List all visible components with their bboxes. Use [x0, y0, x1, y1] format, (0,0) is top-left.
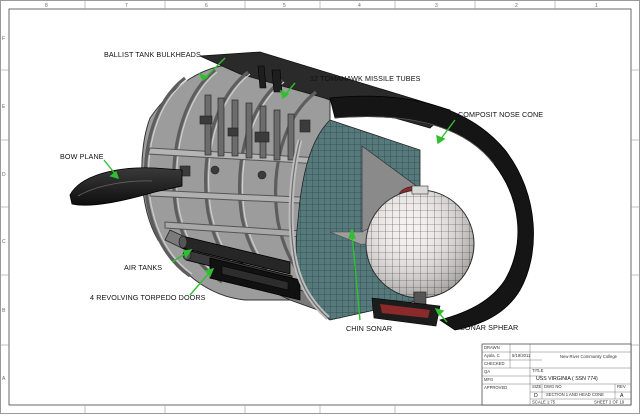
title-block: DRAWN Ayala, C 5/19/2011 CHECKED QA MFG …: [481, 343, 632, 406]
callout-chin-sonar: CHIN SONAR: [346, 324, 392, 333]
tb-dwg-no: SECTION 1 AND HEAD CONE: [546, 392, 604, 397]
frame-col-label: 2: [515, 3, 518, 9]
interior-equipment: [179, 115, 311, 180]
callout-bow-plane: BOW PLANE: [60, 152, 104, 161]
torpedo-doors: [209, 257, 301, 301]
callout-tomahawk-tubes: 12 TOMAHAWK MISSILE TUBES: [310, 74, 421, 83]
frame-row-label: A: [2, 376, 6, 382]
tb-sheet: SHEET 2 OF 19: [594, 400, 625, 405]
bow-plane: [69, 167, 183, 206]
tb-title: USS VIRGINIA ( SSN 774): [536, 376, 598, 382]
tb-size: D: [534, 393, 538, 399]
tb-drawn-label: DRAWN: [484, 345, 500, 350]
callout-leaders: [103, 57, 456, 323]
frame-col-label: 1: [595, 3, 598, 9]
tb-scale: SCALE 1:75: [532, 400, 556, 405]
callout-nose-cone: COMPOSIT NOSE CONE: [458, 110, 543, 119]
callout-air-tanks: AIR TANKS: [124, 263, 162, 272]
frame-col-label: 4: [358, 3, 361, 9]
tb-title-label: TITLE: [532, 368, 544, 373]
frame-row-label: D: [2, 172, 6, 178]
frame-row-label: E: [2, 104, 6, 110]
callout-sonar-sphere: SONAR SPHEAR: [460, 323, 518, 332]
tb-college: New River Community College: [560, 354, 618, 359]
frame-col-label: 6: [205, 3, 208, 9]
tb-rev: A: [620, 393, 624, 399]
tb-checked-label: CHECKED: [484, 361, 504, 366]
tb-drawn-by: Ayala, C: [484, 353, 500, 358]
tb-drawn-date: 5/19/2011: [512, 353, 531, 358]
frame-row-label: B: [2, 308, 6, 314]
frame-col-label: 7: [125, 3, 128, 9]
frame-col-label: 5: [283, 3, 286, 9]
tb-dwg-label: DWG NO: [544, 384, 562, 389]
callout-ballast-bulkheads: BALLIST TANK BULKHEADS: [104, 50, 201, 59]
composite-nose-cone: [329, 95, 534, 331]
chin-sonar: [371, 297, 441, 327]
sonar-sphere: [365, 185, 475, 305]
tube-hatch-doors: [257, 65, 283, 93]
tb-size-label: SIZE: [532, 384, 542, 389]
tb-approved-label: APPROVED: [484, 385, 507, 390]
frame-col-label: 3: [435, 3, 438, 9]
tb-rev-label: REV: [617, 384, 626, 389]
frame-col-label: 8: [45, 3, 48, 9]
callout-torpedo-doors: 4 REVOLVING TORPEDO DOORS: [90, 293, 206, 302]
tb-qa-label: QA: [484, 369, 490, 374]
frame-row-label: F: [2, 36, 5, 42]
frame-row-label: C: [2, 239, 6, 245]
tb-mfg-label: MFG: [484, 377, 493, 382]
